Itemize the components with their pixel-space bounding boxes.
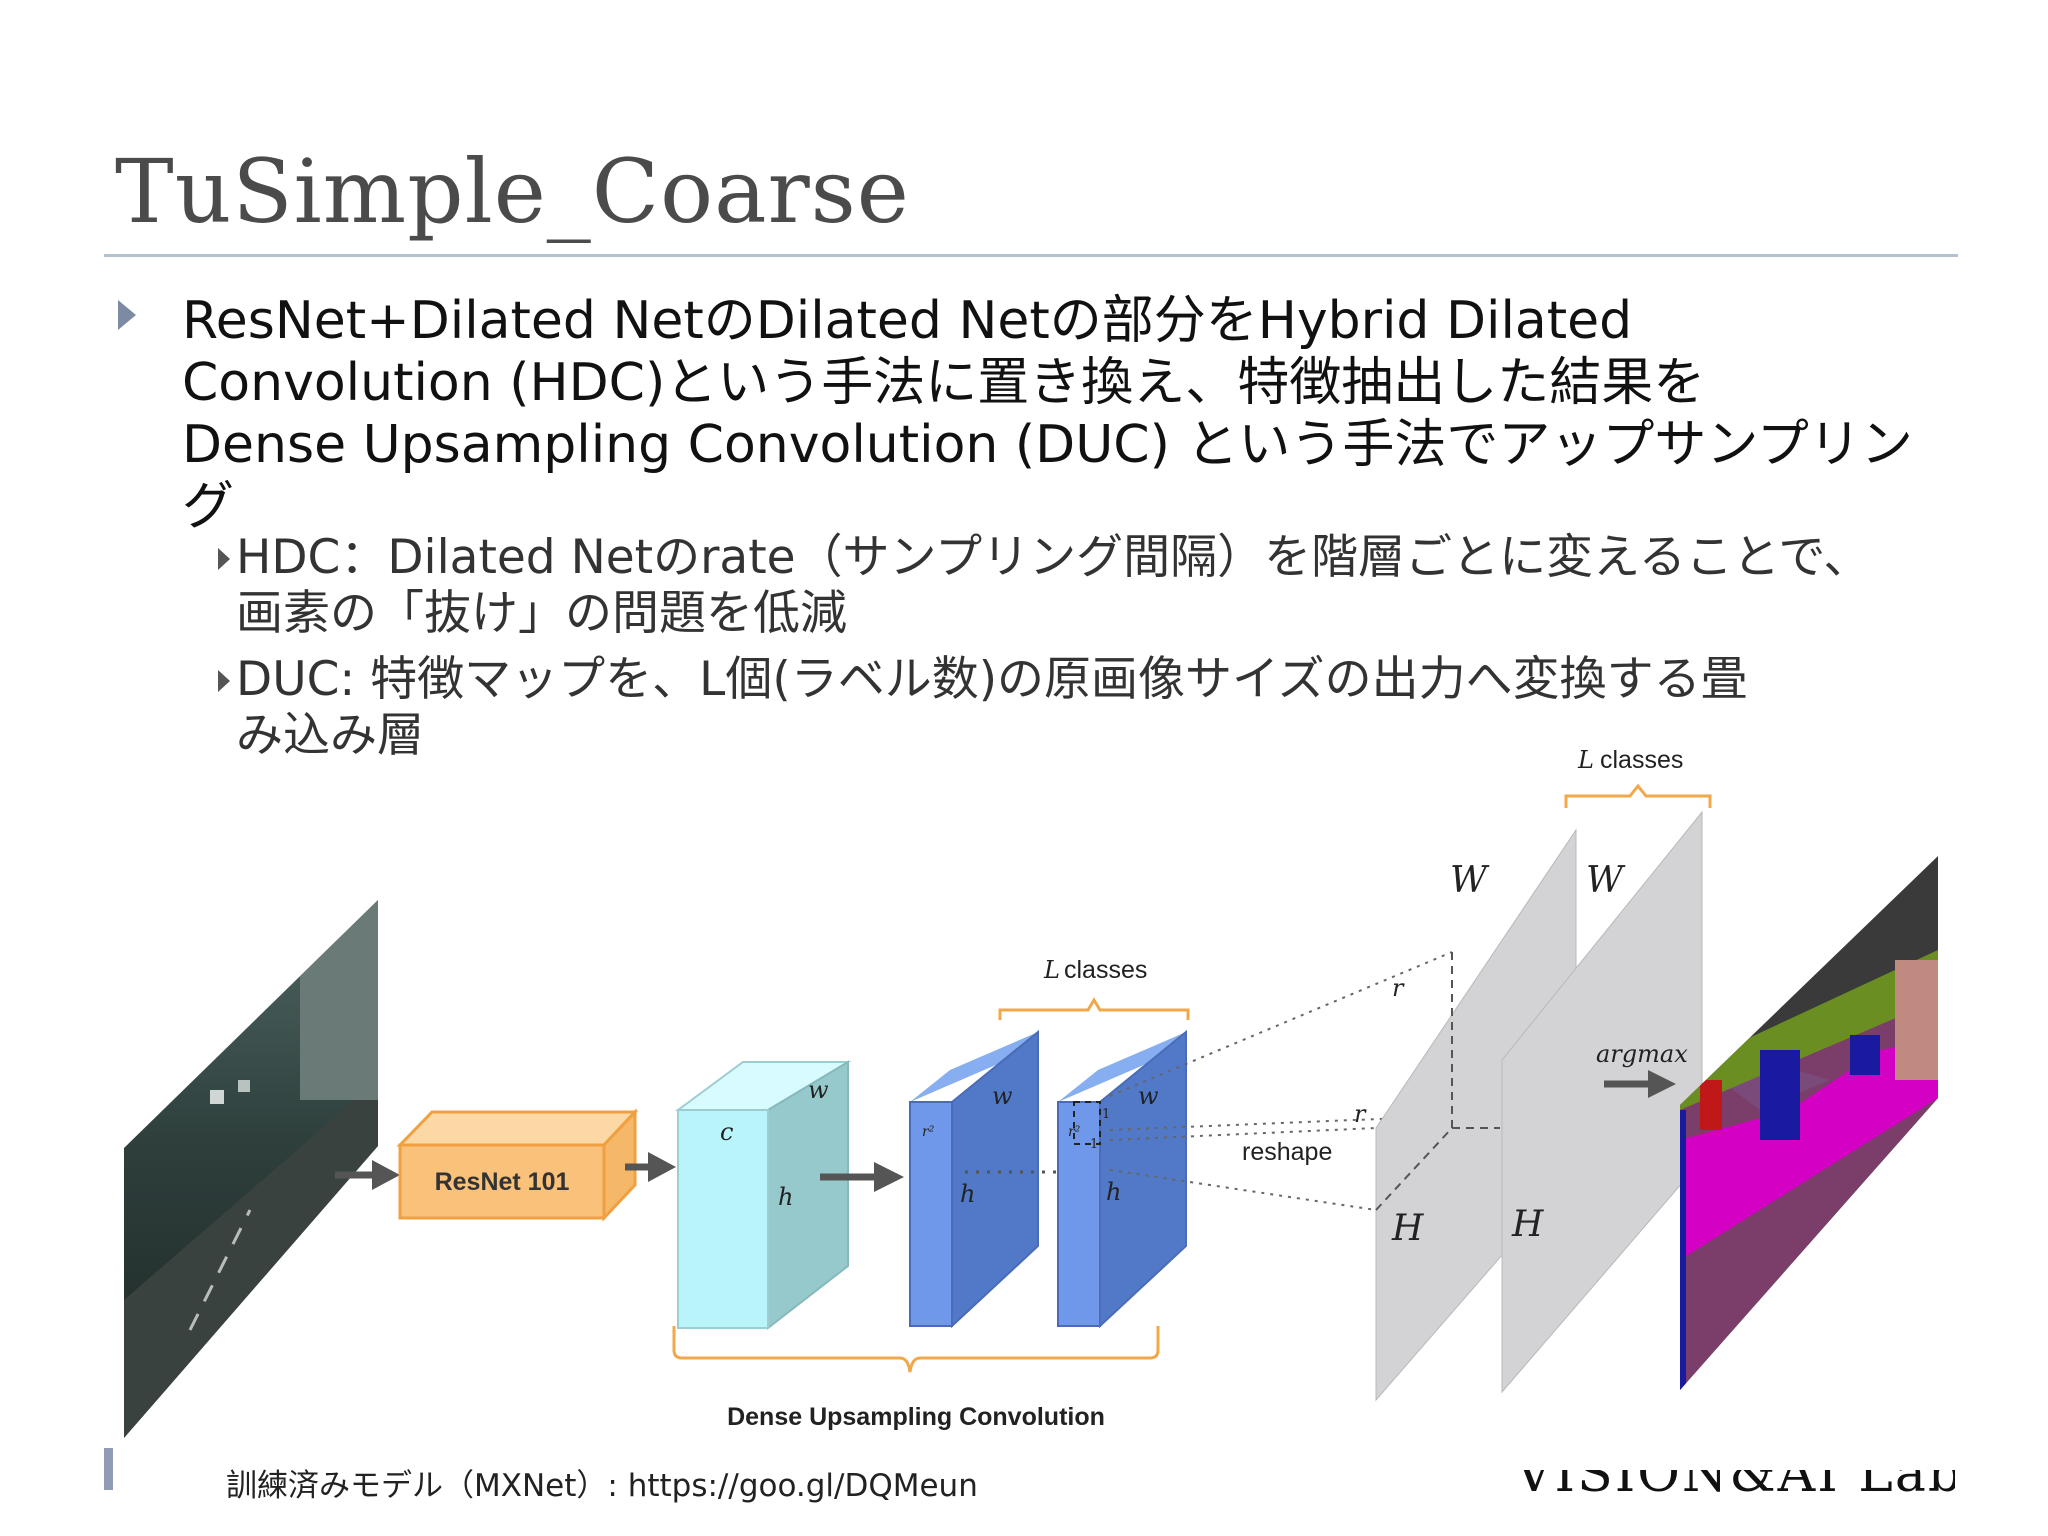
duc-label: Dense Upsampling Convolution xyxy=(727,1403,1105,1431)
unit-label: 1 xyxy=(1090,1137,1098,1152)
input-street-image xyxy=(124,900,378,1438)
l-classes-brace-duc: L classes xyxy=(998,956,1190,1020)
bullet-main-line: ResNet+Dilated NetのDilated Netの部分をHybrid… xyxy=(182,291,1633,351)
bullet-main-text: ResNet+Dilated NetのDilated Netの部分をHybrid… xyxy=(182,290,1972,538)
l-symbol: L xyxy=(1577,746,1594,774)
channel-label: c xyxy=(720,1118,733,1146)
duc-bottom-brace: Dense Upsampling Convolution xyxy=(672,1326,1160,1431)
output-plane-back: W H r r xyxy=(1354,828,1577,1402)
duc-slab-1: r² h w xyxy=(909,1029,1039,1329)
bullet-main-line: グ xyxy=(182,477,235,537)
sub-bullet-line: 画素の「抜け」の問題を低減 xyxy=(236,586,847,641)
feature-map-cuboid: c h w xyxy=(674,1060,852,1331)
width-label: w xyxy=(1138,1082,1159,1110)
sub-bullet-line: HDC：Dilated Netのrate（サンプリング間隔）を階層ごとに変えるこ… xyxy=(236,530,1871,585)
title-divider xyxy=(104,254,1958,257)
sub-bullet-text: DUC: 特徴マップを、L個(ラベル数)の原画像サイズの出力へ変換する畳 み込み… xyxy=(236,652,1936,764)
arrow-resnet-to-feature xyxy=(625,1152,676,1182)
arrow-feature-to-duc xyxy=(820,1162,904,1192)
arrow-image-to-resnet xyxy=(335,1160,400,1190)
lab-logo: VISION&AI Lab xyxy=(1515,1470,1955,1496)
sub-bullet-line: み込み層 xyxy=(236,708,424,763)
classes-word: classes xyxy=(1600,746,1683,774)
bullet-main-line: Dense Upsampling Convolution (DUC) という手法… xyxy=(182,415,1913,475)
lab-logo-text: VISION&AI Lab xyxy=(1515,1470,1955,1496)
W-label: W xyxy=(1450,860,1490,901)
H-label: H xyxy=(1511,1204,1544,1245)
argmax-arrow: argmax xyxy=(1596,1040,1688,1098)
r-squared-label: r² xyxy=(922,1124,935,1140)
sub-bullet-text: HDC：Dilated Netのrate（サンプリング間隔）を階層ごとに変えるこ… xyxy=(236,530,1936,642)
argmax-label: argmax xyxy=(1596,1040,1688,1068)
height-label: h xyxy=(960,1180,975,1208)
footer-marker xyxy=(104,1448,113,1490)
l-classes-brace-output: L classes xyxy=(1564,746,1712,808)
classes-word: classes xyxy=(1064,956,1147,984)
resnet-label: ResNet 101 xyxy=(435,1168,570,1196)
reshape-label: reshape xyxy=(1242,1138,1332,1166)
r-label: r xyxy=(1354,1100,1367,1128)
projection-lines xyxy=(1109,951,1453,1211)
W-label: W xyxy=(1586,860,1626,901)
r-label: r xyxy=(1392,974,1405,1002)
r-squared-label: r² xyxy=(1068,1124,1081,1140)
duc-architecture-diagram: ResNet 101 c h w r² h w r² 1 1 h xyxy=(124,746,1938,1438)
width-label: w xyxy=(808,1076,829,1104)
width-label: w xyxy=(992,1082,1013,1110)
page-title: TuSimple_Coarse xyxy=(115,140,910,243)
height-label: h xyxy=(778,1183,793,1211)
unit-label: 1 xyxy=(1102,1107,1110,1122)
bullet-arrow-icon xyxy=(118,300,136,330)
H-label: H xyxy=(1391,1208,1424,1249)
height-label: h xyxy=(1106,1178,1121,1206)
sub-bullet-line: DUC: 特徴マップを、L個(ラベル数)の原画像サイズの出力へ変換する畳 xyxy=(236,652,1748,707)
resnet-101-block: ResNet 101 xyxy=(396,1108,639,1222)
bullet-main-line: Convolution (HDC)という手法に置き換え、特徴抽出した結果を xyxy=(182,353,1706,413)
footer-note: 訓練済みモデル（MXNet）: https://goo.gl/DQMeun xyxy=(226,1468,978,1504)
output-plane-front: W H xyxy=(1501,810,1703,1394)
sub-bullet-arrow-icon xyxy=(218,548,230,570)
segmentation-output-image xyxy=(1680,856,1938,1390)
sub-bullet-arrow-icon xyxy=(218,670,230,692)
l-symbol: L xyxy=(1043,956,1060,984)
duc-slab-2: r² 1 1 h w xyxy=(1057,1029,1187,1329)
